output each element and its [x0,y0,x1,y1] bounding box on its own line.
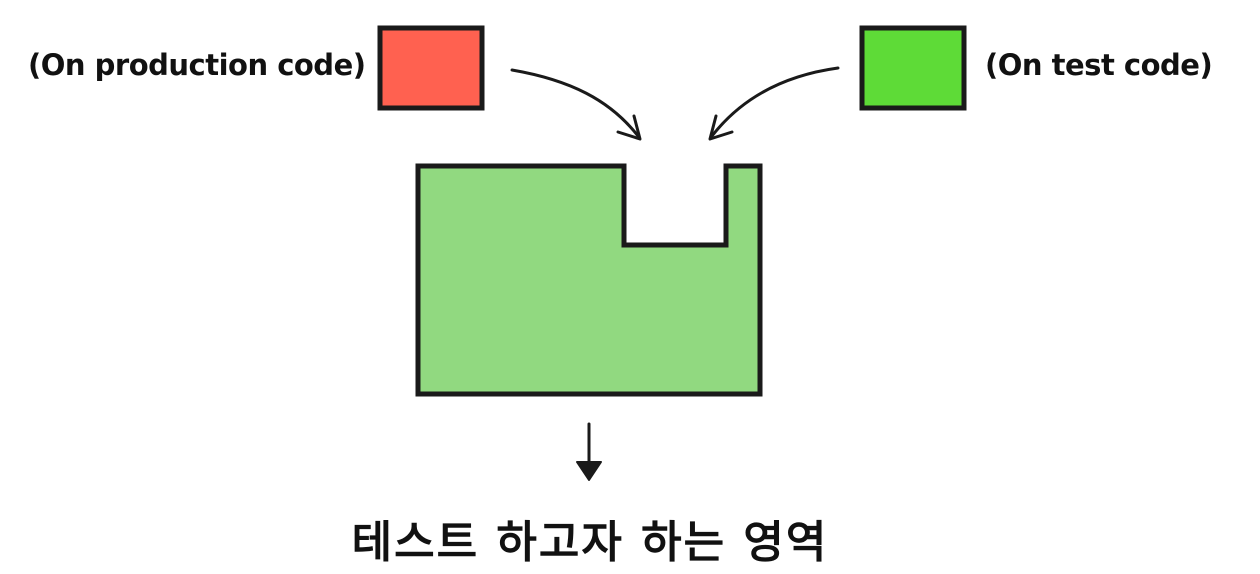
arrow-from-production [510,68,640,138]
test-code-label: (On test code) [985,48,1213,82]
arrow-from-production-head [616,114,642,141]
target-area-shape [415,163,763,397]
production-code-box [377,25,485,111]
arrow-down-head [576,461,602,481]
arrow-from-test-head [708,114,734,141]
target-area-label: 테스트 하고자 하는 영역 [351,517,829,568]
test-code-box [859,25,967,111]
production-code-label: (On production code) [28,48,366,82]
arrow-from-test [710,66,840,138]
